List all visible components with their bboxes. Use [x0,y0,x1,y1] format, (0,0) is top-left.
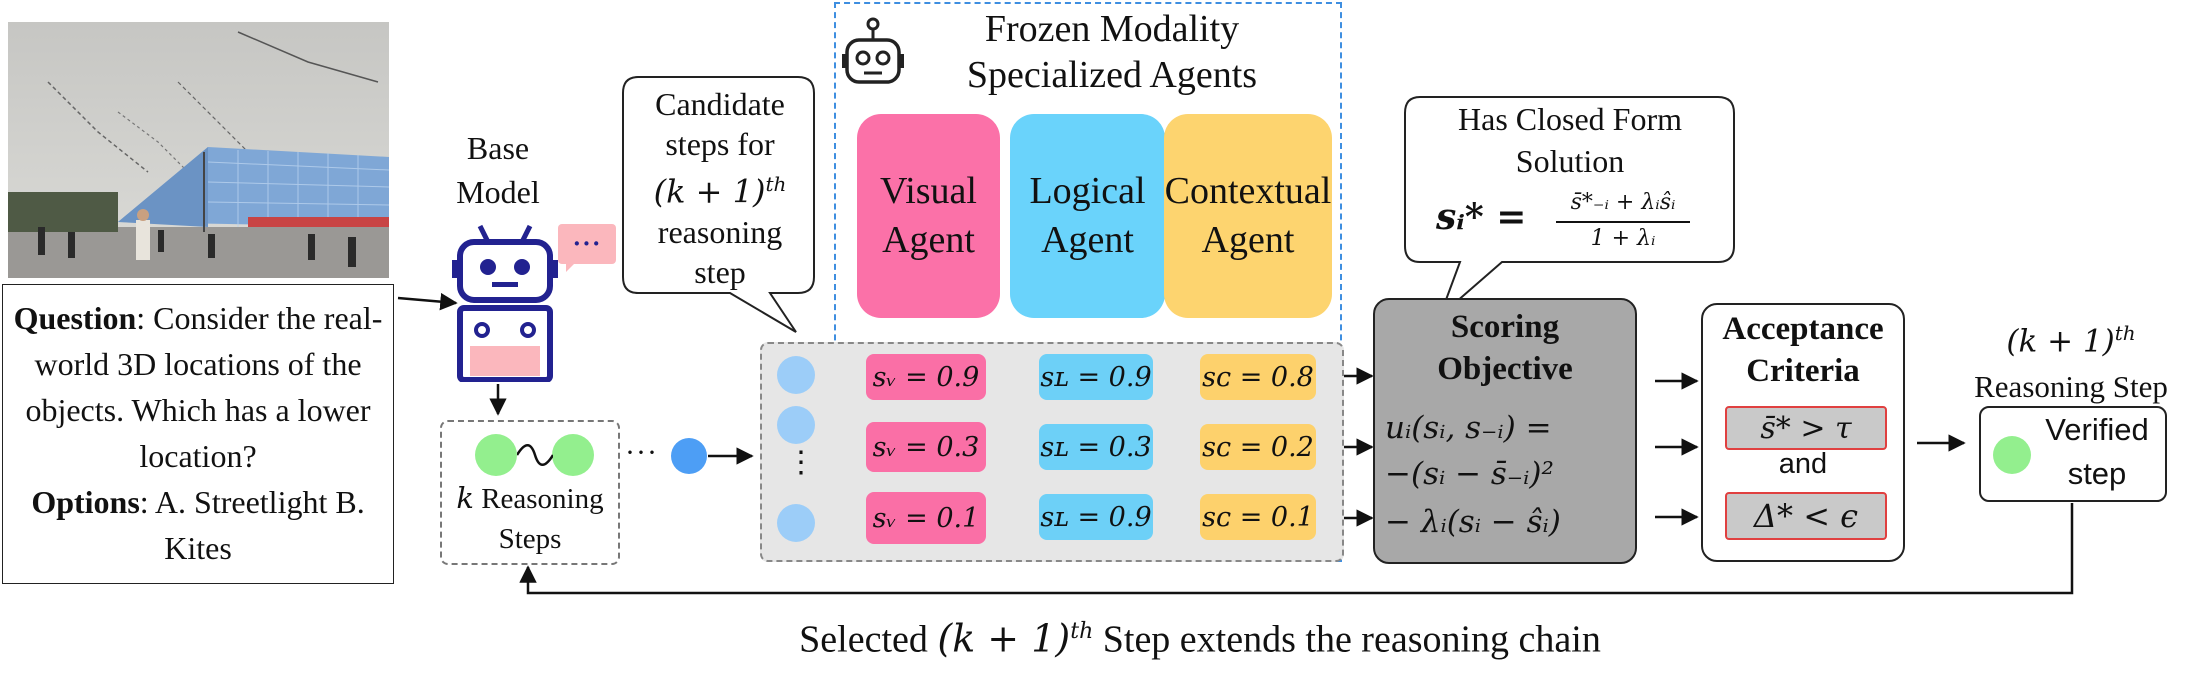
next-step-node [671,438,707,474]
scoring-objective-box [1373,298,1637,564]
output-title-sup: th [2114,321,2136,345]
contextual-agent-line2: Agent [1201,219,1295,261]
criterion-1: s̄* > τ [1725,406,1887,450]
k-reasoning-steps-box [440,420,620,565]
speech-bubble-icon: ··· [558,224,616,272]
base-model-label: Base Model [440,126,556,214]
robot-head-icon [842,17,904,84]
k-label-rest: Reasoning [473,483,604,515]
score-contextual-row3: sᴄ = 0.1 [1200,494,1316,540]
output-title-line1: (k + 1) [2006,323,2115,360]
feedback-loop-arrow [519,503,2074,595]
output-title: (k + 1)th Reasoning Step [1942,310,2200,410]
k-label-line2: Steps [498,523,562,555]
candidate-vertical-ellipsis: ⋮ [786,446,816,479]
options-body: : A. Streetlight B. Kites [139,484,365,566]
candidate-line4: reasoning [657,213,783,250]
scoring-eq-line1: uᵢ(sᵢ, s₋ᵢ) = [1385,410,1552,446]
output-title-line2: Reasoning Step [1974,369,2168,405]
candidate-node-2 [777,406,815,444]
frozen-agents-title: Frozen Modality Specialized Agents [912,6,1312,98]
acceptance-title-line1: Acceptance [1722,311,1884,347]
closed-form-callout-text: Has Closed Form Solution [1406,98,1734,182]
question-box: Question: Consider the real-world 3D loc… [2,284,394,584]
scoring-title-line2: Objective [1437,351,1573,387]
feedback-caption-pre: Selected [799,618,938,661]
closed-form-fraction-bar [1556,221,1690,223]
visual-agent-line1: Visual [880,169,977,212]
speech-bubble-dots: ··· [572,229,602,258]
robot-icon [452,224,558,382]
arrow-question-to-model [397,292,458,311]
acceptance-title-line2: Criteria [1746,353,1860,389]
scoring-eq-line2: −(sᵢ − s̄₋ᵢ)² [1385,456,1554,492]
options-label: Options [31,484,140,520]
k-reasoning-label: k Reasoning Steps [440,478,620,559]
candidate-node-3 [777,504,815,542]
question-body: : Consider the real-world 3D locations o… [25,300,383,474]
step-link [517,444,553,466]
candidate-line3-sup: th [765,172,787,196]
stadium-kites-photo [8,22,389,278]
acceptance-criteria-box [1701,303,1905,562]
closed-form-line2: Solution [1515,143,1625,179]
criteria-and: and [1778,448,1828,480]
visual-agent-line2: Agent [882,219,975,261]
input-photo [8,22,389,278]
step-node-2 [552,434,594,476]
score-logical-row3: sʟ = 0.9 [1039,494,1153,540]
candidate-callout-text: Candidate steps for (k + 1)th reasoning … [626,84,814,292]
candidate-node-1 [777,356,815,394]
verified-step-text: Verified step [2032,408,2162,496]
closed-form-lhs: sᵢ* = [1436,196,1527,238]
closed-form-denominator: 1 + λᵢ [1590,226,1656,251]
verified-line2: step [2067,456,2127,491]
base-model-line2: Model [456,174,540,210]
score-logical-row2: sʟ = 0.3 [1039,424,1153,470]
closed-form-callout-shape [1404,96,1735,317]
criterion-2: Δ* < ϵ [1725,492,1887,540]
score-visual-row1: sᵥ = 0.9 [866,354,986,400]
logical-agent-line1: Logical [1029,169,1146,212]
score-logical-row1: sʟ = 0.9 [1039,354,1153,400]
closed-form-numerator: s̄*₋ᵢ + λᵢŝᵢ [1570,190,1676,215]
candidate-line2: steps for [665,126,775,162]
score-contextual-row2: sᴄ = 0.2 [1200,424,1316,470]
verified-step-node [1993,436,2031,474]
k-symbol: k [456,481,474,515]
frozen-title-line1: Frozen Modality [984,8,1240,50]
logical-agent-line2: Agent [1041,219,1134,261]
scoring-objective-title: Scoring Objective [1373,306,1637,390]
candidate-callout-shape [622,76,815,333]
score-visual-row2: sᵥ = 0.3 [866,422,986,472]
question-label: Question [13,300,137,336]
step-node-1 [475,434,517,476]
scoring-eq-line3: − λᵢ(sᵢ − ŝᵢ) [1385,504,1561,540]
score-contextual-row1: sᴄ = 0.8 [1200,354,1316,400]
feedback-caption-post: Step extends the reasoning chain [1093,618,1601,661]
candidate-line5: step [694,253,746,290]
feedback-caption: Selected (k + 1)th Step extends the reas… [700,606,1700,666]
contextual-agent-line1: Contextual [1164,169,1332,212]
frozen-title-line2: Specialized Agents [966,54,1258,96]
steps-ellipsis: ··· [625,436,658,469]
verified-line1: Verified [2045,412,2149,447]
closed-form-line1: Has Closed Form [1458,101,1682,137]
score-visual-row3: sᵥ = 0.1 [866,492,986,544]
candidate-line3: (k + 1) [653,172,766,211]
question-text: Question: Consider the real-world 3D loc… [3,285,393,571]
feedback-caption-math: (k + 1) [937,616,1071,661]
scoring-title-line1: Scoring [1450,309,1560,345]
acceptance-title: Acceptance Criteria [1701,308,1905,392]
feedback-caption-sup: th [1070,619,1094,644]
candidate-line1: Candidate [655,86,785,122]
verified-step-box [1979,406,2167,502]
base-model-line1: Base [466,130,530,166]
